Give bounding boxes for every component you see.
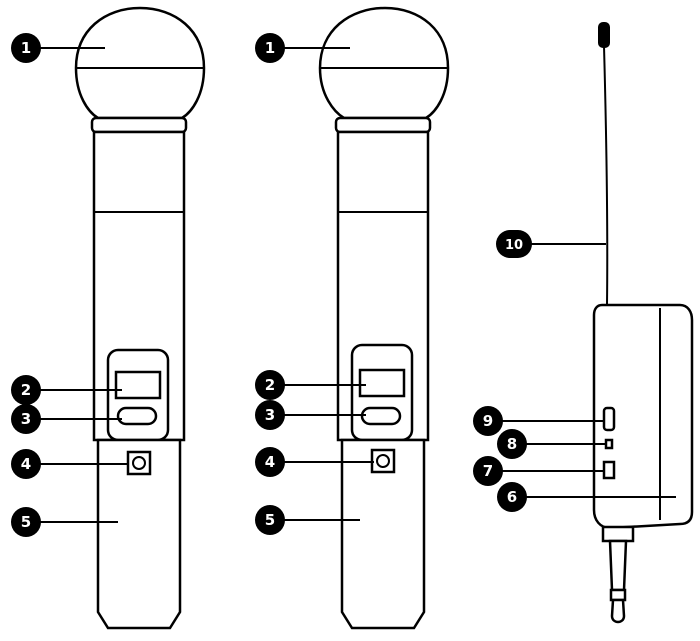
callout-1-middle: 1: [255, 33, 285, 63]
callout-3-middle: 3: [255, 400, 285, 430]
callout-9: 9: [473, 406, 503, 436]
plug-collar: [601, 525, 635, 543]
callout-2-left: 2: [11, 375, 41, 405]
callout-1-middle-label: 1: [265, 39, 275, 57]
display-screen-middle: [358, 368, 406, 398]
power-switch-left: [116, 406, 158, 426]
callout-2-left-label: 2: [21, 381, 31, 399]
callout-4-middle: 4: [255, 447, 285, 477]
callout-7: 7: [473, 456, 503, 486]
callout-4-left: 4: [11, 449, 41, 479]
callout-2-middle-label: 2: [265, 376, 275, 394]
transmitter-housing: [592, 303, 694, 530]
callout-10-label: 10: [505, 238, 523, 253]
mic-body-lower-middle: [340, 438, 426, 630]
handheld-mic-middle: [318, 6, 450, 630]
mic-neck-left: [90, 116, 188, 134]
callout-2-middle: 2: [255, 370, 285, 400]
antenna-tip: [598, 22, 610, 48]
callout-4-left-label: 4: [21, 455, 31, 473]
mic-grille-middle: [318, 6, 450, 120]
callout-9-label: 9: [483, 412, 493, 430]
callout-5-left-label: 5: [21, 513, 31, 531]
callout-3-middle-label: 3: [265, 406, 275, 424]
antenna-wire: [603, 45, 609, 306]
callout-10: 10: [496, 230, 532, 258]
switch-9: [602, 406, 616, 432]
mic-body-lower-left: [96, 438, 182, 630]
callout-8-label: 8: [507, 435, 517, 453]
callout-3-left: 3: [11, 404, 41, 434]
mic-neck-middle: [334, 116, 432, 134]
callout-6: 6: [497, 482, 527, 512]
callout-4-middle-label: 4: [265, 453, 275, 471]
callout-1-left-label: 1: [21, 39, 31, 57]
callout-6-label: 6: [507, 488, 517, 506]
callout-1-left: 1: [11, 33, 41, 63]
jack-socket-left: [126, 450, 152, 476]
display-screen-left: [114, 370, 162, 400]
xlr-plug: [608, 539, 628, 592]
power-switch-middle: [360, 406, 402, 426]
callout-8: 8: [497, 429, 527, 459]
jack-socket-middle: [370, 448, 396, 474]
callout-5-middle: 5: [255, 505, 285, 535]
switch-7: [602, 460, 616, 480]
callout-5-left: 5: [11, 507, 41, 537]
callout-5-middle-label: 5: [265, 511, 275, 529]
mic-grille-left: [74, 6, 206, 120]
plug-on-transmitter: [592, 22, 694, 624]
leader-lines: [30, 47, 676, 523]
callout-3-left-label: 3: [21, 410, 31, 428]
callout-7-label: 7: [483, 462, 493, 480]
handheld-mic-left: [74, 6, 206, 630]
